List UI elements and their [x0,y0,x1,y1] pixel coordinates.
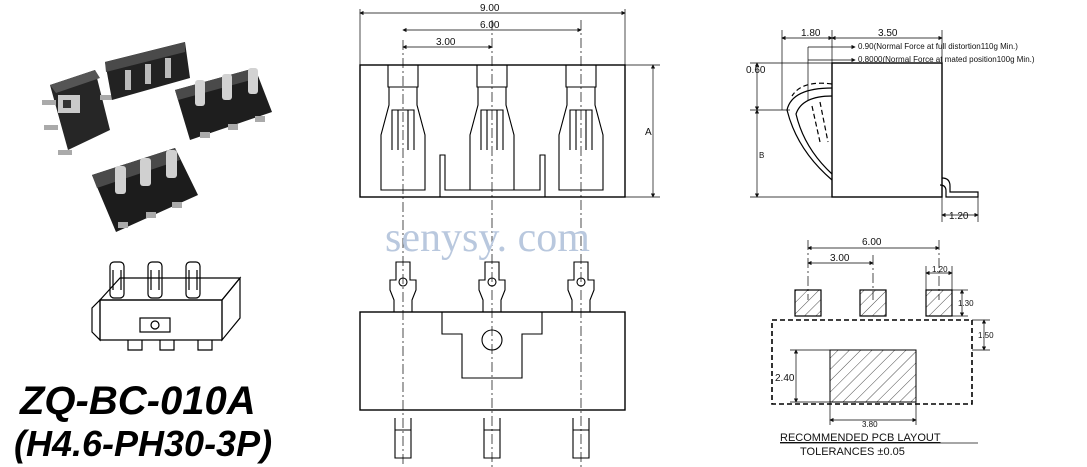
side-view-spring-contact [786,82,979,198]
bottom-view [359,261,626,459]
front-dim-overall: 9.00 [480,3,500,14]
pcb-big-pad [829,349,917,403]
pcb-dim-outer-pitch: 6.00 [862,237,882,248]
side-dim-top-offset: 1.80 [801,28,821,39]
side-view-body [831,62,943,198]
side-note-mated-position: 0.8000(Normal Force at mated position100… [858,55,1035,64]
pcb-layout-title: RECOMMENDED PCB LAYOUT [780,432,941,444]
side-dim-depth: 3.50 [878,28,898,39]
pcb-dim-pitch: 3.00 [830,253,850,264]
product-photo-1 [42,70,112,155]
pcb-layout: 6.00 3.00 1.20 1.30 1.50 2.40 3.80 RECOM… [771,237,994,458]
pcb-dim-pad-width: 1.20 [932,265,948,274]
model-spec: (H4.6-PH30-3P) [14,423,272,464]
front-dim-outer-pitch: 6.00 [480,20,500,31]
pcb-dim-gap: 1.50 [978,331,994,340]
pcb-tolerance: TOLERANCES ±0.05 [800,446,905,458]
product-photo-2 [105,42,190,100]
isometric-drawing [91,261,242,351]
product-photo-4 [92,148,198,232]
product-photo-group [42,42,272,232]
front-view: 9.00 6.00 3.00 A [359,3,660,467]
side-note-full-distortion: 0.90(Normal Force at full distortion110g… [858,42,1018,51]
side-dim-tail: 1.20 [949,211,969,222]
side-dim-height: B [759,151,764,160]
bottom-view-body [359,311,626,411]
model-title: ZQ-BC-010A [19,379,256,423]
bottom-view-contacts [389,261,595,459]
watermark: senysy. com [385,215,590,261]
front-dim-height: A [645,127,652,138]
pcb-outline [771,319,973,405]
pcb-dim-pad-height: 1.30 [958,299,974,308]
front-dim-pitch: 3.00 [436,37,456,48]
side-view: 1.80 3.50 0.90(Normal Force at full dist… [746,28,1035,222]
pcb-dim-big-pad-height: 2.40 [775,373,795,384]
pcb-dim-big-pad-width: 3.80 [862,420,878,429]
side-dim-contact-top: 0.60 [746,65,766,76]
product-photo-3 [175,68,272,140]
front-view-body [359,64,626,198]
